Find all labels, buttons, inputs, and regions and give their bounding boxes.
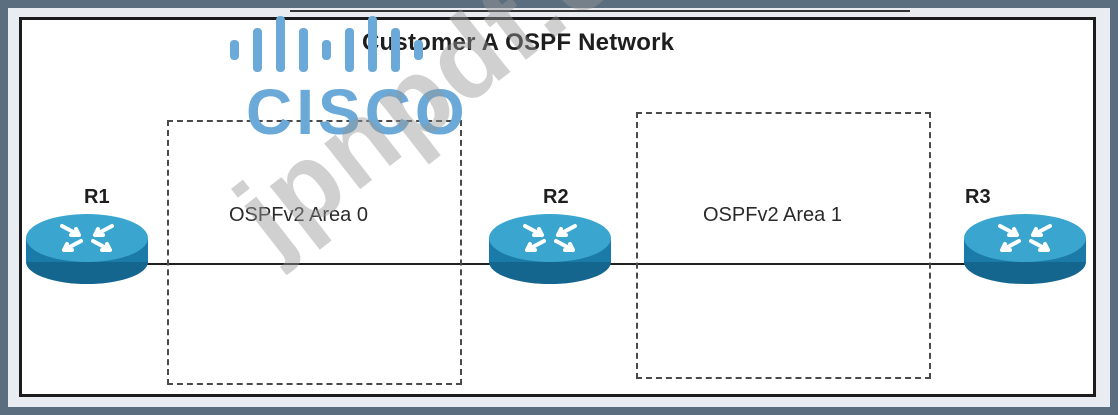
router-r3-label: R3 [965,186,991,208]
area-1-label: OSPFv2 Area 1 [703,204,842,226]
router-r3-icon[interactable] [962,210,1088,286]
router-r1-icon[interactable] [24,210,150,286]
diagram-panel [19,17,1096,397]
svg-text:CISCO: CISCO [246,76,468,138]
router-r2-label: R2 [543,186,569,208]
cisco-logo: CISCO [228,8,468,138]
link-r1-r2 [140,263,500,265]
top-rule [290,10,910,12]
router-r1-label: R1 [84,186,110,208]
area-0-label: OSPFv2 Area 0 [229,204,368,226]
router-r2-icon[interactable] [487,210,613,286]
link-r2-r3 [600,263,975,265]
area-1-boundary [636,112,931,379]
area-0-boundary [167,120,462,385]
